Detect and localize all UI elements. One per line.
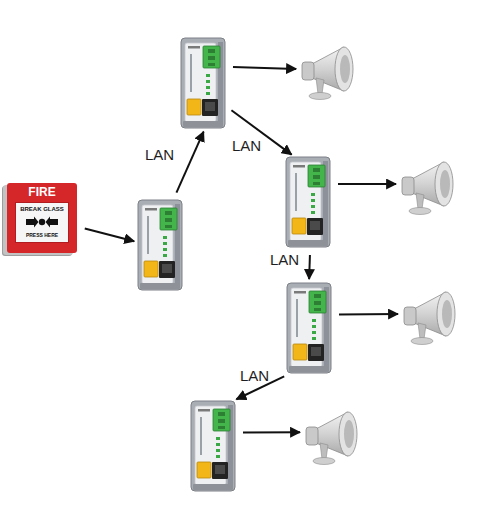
arrow-connector (338, 183, 396, 185)
horn-illustration (306, 412, 357, 465)
call-point-symbol (26, 217, 58, 228)
relay-module (287, 283, 331, 373)
connection-label: LAN (232, 138, 261, 153)
arrow-connector (233, 67, 296, 69)
horn-illustration (404, 292, 455, 345)
call-point-text: FIRE (7, 186, 77, 198)
arrow-connector (85, 228, 134, 241)
connection-label: LAN (145, 147, 174, 162)
relay-module (138, 200, 182, 290)
connection-label: LAN (270, 252, 299, 267)
horn-speaker (400, 157, 460, 217)
arrow-connector (243, 431, 300, 433)
horn-speaker (300, 42, 360, 102)
relay-module (181, 38, 225, 128)
press-arrow (26, 217, 39, 228)
edge-group (85, 67, 398, 432)
relay-illustration (138, 200, 182, 290)
horn-illustration (302, 47, 353, 100)
horn-illustration (402, 162, 453, 215)
connection-label: LAN (240, 368, 269, 383)
relay-illustration (181, 38, 225, 128)
relay-module (286, 157, 330, 247)
press-dot (39, 219, 45, 225)
arrow-connector (339, 313, 398, 315)
relay-illustration (287, 283, 331, 373)
arrow-connector (236, 376, 284, 399)
arrow-connector (231, 110, 291, 154)
horn-speaker (402, 287, 462, 347)
press-arrow (46, 217, 59, 228)
call-point-text: PRESS HERE (7, 233, 77, 238)
relay-illustration (191, 401, 235, 491)
fire-call-point: FIRE BREAK GLASS PRESS HERE (7, 183, 77, 253)
call-point-text: BREAK GLASS (7, 206, 77, 212)
arrow-connector (308, 255, 311, 279)
horn-speaker (304, 407, 364, 467)
relay-illustration (286, 157, 330, 247)
arrow-connector (176, 132, 203, 193)
relay-module (191, 401, 235, 491)
